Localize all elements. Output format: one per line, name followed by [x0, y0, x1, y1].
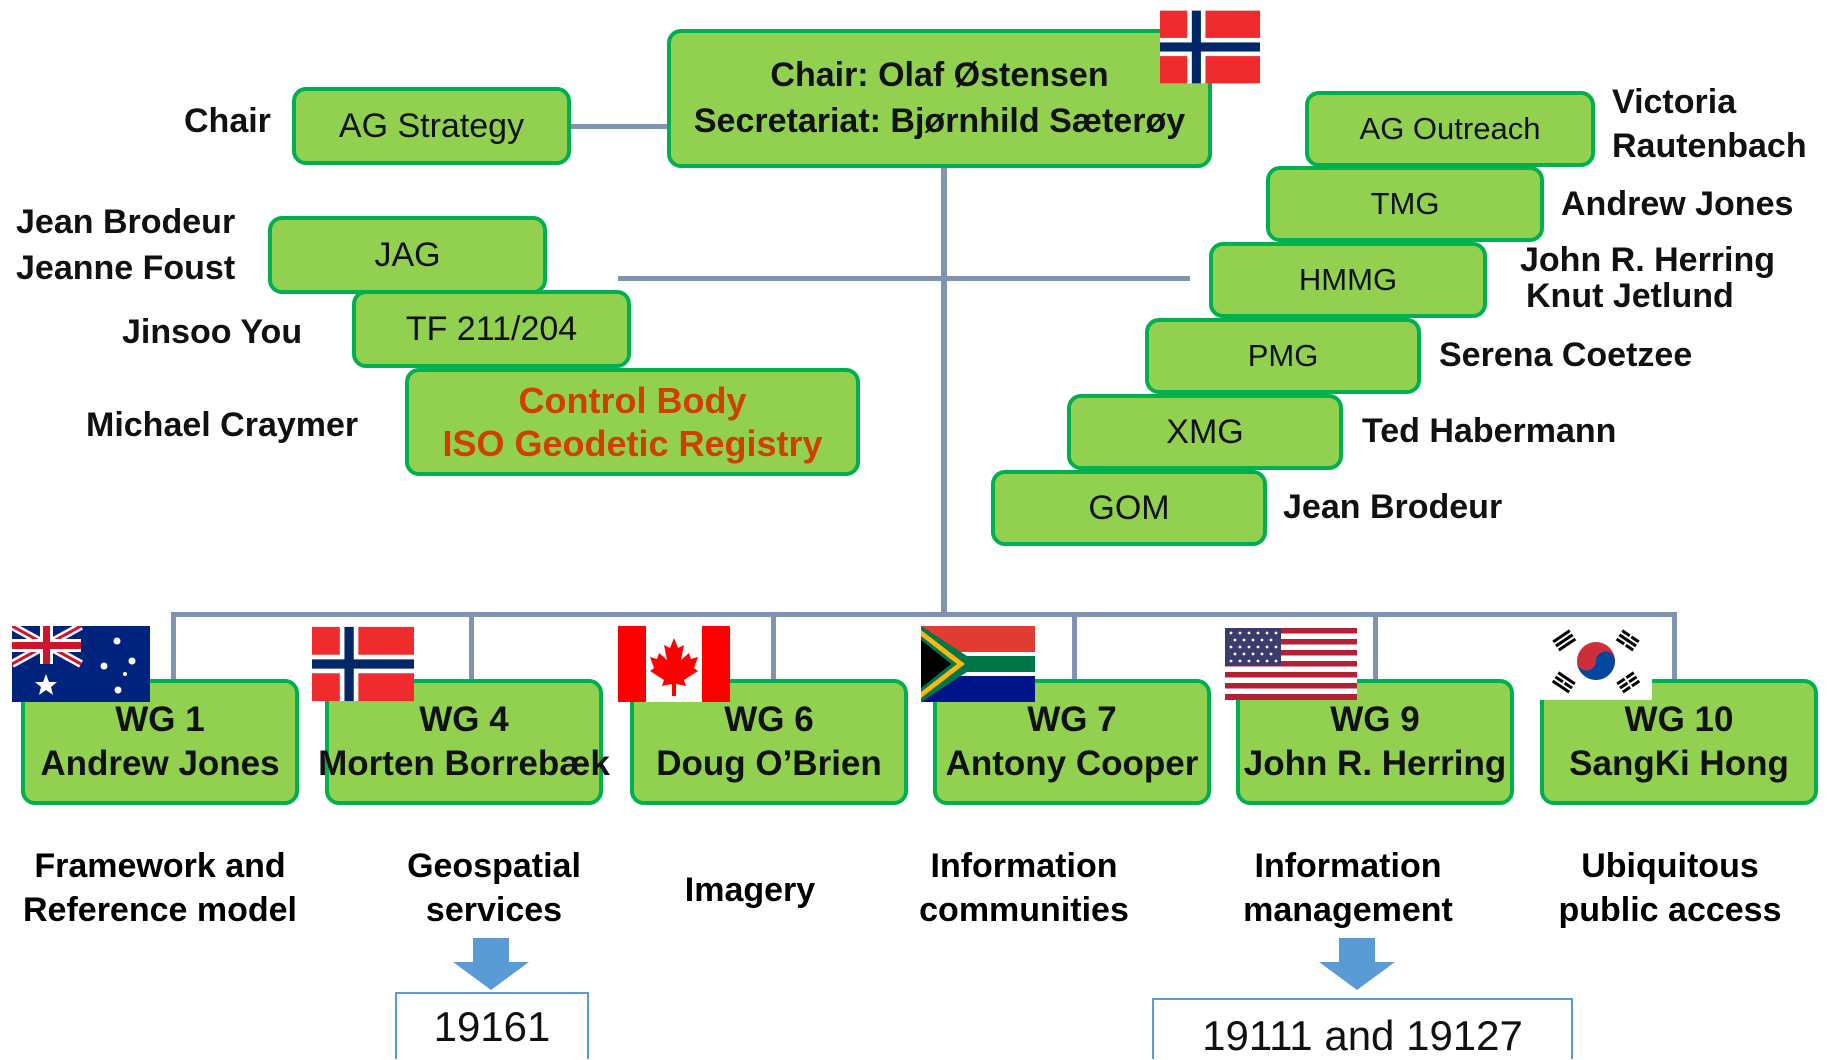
wg10-box: WG 10 SangKi Hong	[1540, 679, 1818, 805]
chair-name: Chair: Olaf Østensen	[770, 55, 1109, 94]
wg9-box: WG 9 John R. Herring	[1236, 679, 1514, 805]
controlbody-lead: Michael Craymer	[86, 406, 359, 444]
down-arrow-icon	[1319, 938, 1395, 995]
wg7-desc-line2: communities	[919, 891, 1129, 930]
groups-horizontal-connector	[618, 276, 1190, 281]
controlbody-line2: ISO Geodetic Registry	[442, 423, 823, 464]
wg9-desc-line1: Information	[1254, 847, 1442, 885]
wg4-description: Geospatial services	[334, 844, 654, 932]
secretariat-name: Secretariat: Bjørnhild Sæterøy	[693, 101, 1186, 140]
south-africa-flag	[921, 626, 1035, 702]
australia-flag	[12, 626, 150, 702]
tf-box: TF 211/204	[352, 290, 631, 368]
wg10-desc-line1: Ubiquitous	[1581, 847, 1759, 885]
controlbody-box: Control Body ISO Geodetic Registry	[405, 368, 860, 476]
wg9-drop	[1373, 612, 1378, 680]
tmg-label: TMG	[1370, 186, 1440, 221]
hmmg-box: HMMG	[1209, 242, 1487, 318]
wg7-desc-line1: Information	[930, 847, 1118, 885]
canada-flag	[618, 626, 730, 702]
south-korea-flag	[1540, 622, 1652, 700]
wg9-description: Information management	[1188, 844, 1508, 932]
hmmg-lead-line2: Knut Jetlund	[1526, 276, 1734, 315]
wg4-id: WG 4	[419, 700, 509, 740]
agoutreach-label: AG Outreach	[1359, 111, 1541, 146]
agstrategy-label: AG Strategy	[338, 106, 525, 145]
norway-flag	[1160, 8, 1260, 86]
wg1-description: Framework and Reference model	[0, 844, 320, 932]
wg4-desc-line1: Geospatial	[407, 847, 581, 885]
tf-lead: Jinsoo You	[122, 313, 303, 351]
wg10-description: Ubiquitous public access	[1510, 844, 1830, 932]
wg7-convenor: Antony Cooper	[945, 744, 1199, 783]
wg6-desc-line1: Imagery	[684, 871, 816, 909]
usa-flag	[1225, 628, 1357, 700]
standard-19111-19127-label: 19111 and 19127	[1202, 1011, 1523, 1059]
wg4-desc-line2: services	[425, 891, 563, 930]
wg4-box: WG 4 Morten Borrebæk	[318, 679, 610, 805]
standard-19161-box: 19161	[395, 992, 589, 1059]
standard-19111-19127-box: 19111 and 19127	[1152, 998, 1573, 1059]
wg10-drop	[1672, 612, 1677, 680]
hmmg-lead: John R. Herring Knut Jetlund	[1520, 241, 1776, 315]
chair-to-agstrategy-connector	[570, 124, 670, 129]
wg9-convenor: John R. Herring	[1243, 744, 1507, 783]
wg10-desc-line2: public access	[1558, 891, 1782, 930]
jag-label: JAG	[374, 235, 441, 274]
wg1-id: WG 1	[115, 700, 205, 740]
agoutreach-box: AG Outreach	[1305, 91, 1595, 167]
wg4-convenor: Morten Borrebæk	[318, 744, 610, 783]
wg1-desc-line2: Reference model	[23, 891, 297, 930]
jag-box: JAG	[268, 216, 547, 294]
pmg-label: PMG	[1247, 338, 1319, 373]
wg1-desc-line1: Framework and	[34, 847, 286, 885]
norway-flag-wg4	[312, 626, 414, 702]
wg6-drop	[771, 612, 776, 680]
wg6-description: Imagery	[590, 868, 910, 912]
xmg-box: XMG	[1067, 394, 1343, 470]
jag-lead-line2: Jeanne Foust	[16, 248, 236, 287]
wg6-convenor: Doug O’Brien	[656, 744, 882, 783]
chair-box: Chair: Olaf Østensen Secretariat: Bjørnh…	[667, 29, 1212, 168]
jag-lead-line1: Jean Brodeur	[16, 203, 236, 241]
wg9-id: WG 9	[1330, 700, 1420, 740]
wg1-drop	[171, 612, 176, 680]
xmg-label: XMG	[1166, 412, 1244, 451]
agoutreach-lead-line2: Rautenbach	[1612, 127, 1807, 166]
gom-lead: Jean Brodeur	[1283, 488, 1503, 526]
standard-19161-label: 19161	[433, 1002, 551, 1050]
tf-label: TF 211/204	[405, 309, 578, 348]
gom-label: GOM	[1088, 488, 1170, 527]
down-arrow-icon	[453, 938, 529, 995]
agoutreach-lead-line1: Victoria	[1612, 83, 1737, 121]
pmg-box: PMG	[1145, 318, 1421, 394]
wg7-drop	[1072, 612, 1077, 680]
gom-box: GOM	[991, 470, 1267, 546]
wg10-id: WG 10	[1624, 700, 1734, 740]
wg6-id: WG 6	[724, 700, 814, 740]
tmg-box: TMG	[1266, 166, 1544, 242]
agstrategy-box: AG Strategy	[292, 87, 571, 165]
agoutreach-lead: Victoria Rautenbach	[1612, 80, 1807, 168]
hmmg-lead-line1: John R. Herring	[1520, 241, 1776, 279]
controlbody-line1: Control Body	[518, 379, 747, 421]
wg9-desc-line2: management	[1243, 891, 1453, 930]
hmmg-label: HMMG	[1298, 262, 1398, 297]
main-vertical-connector	[941, 168, 947, 615]
wg1-box: WG 1 Andrew Jones	[21, 679, 299, 805]
wg-horizontal-connector	[171, 612, 1677, 617]
wg7-description: Information communities	[864, 844, 1184, 932]
wg10-convenor: SangKi Hong	[1569, 744, 1789, 783]
tmg-lead: Andrew Jones	[1561, 185, 1794, 223]
xmg-lead: Ted Habermann	[1362, 412, 1617, 450]
jag-lead: Jean Brodeur Jeanne Foust	[16, 200, 235, 292]
wg7-id: WG 7	[1027, 700, 1117, 740]
agstrategy-lead: Chair	[184, 102, 271, 140]
pmg-lead: Serena Coetzee	[1439, 336, 1693, 374]
wg4-drop	[469, 612, 474, 680]
wg1-convenor: Andrew Jones	[40, 744, 280, 783]
